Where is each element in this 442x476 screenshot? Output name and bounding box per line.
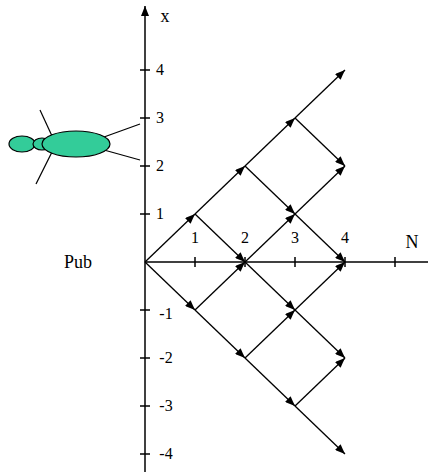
drunk-bug <box>9 110 140 184</box>
tick-label: -2 <box>158 350 173 366</box>
place-label: Pub <box>63 253 93 271</box>
tick-label: 4 <box>340 230 350 246</box>
tick-label: -4 <box>158 446 173 462</box>
tick-label: -3 <box>158 398 173 414</box>
tick-label: 2 <box>240 230 250 246</box>
tick-label: 3 <box>290 230 300 246</box>
tick-label: 2 <box>155 158 165 174</box>
tick-label: 4 <box>155 62 165 78</box>
tick-label: -1 <box>158 306 173 322</box>
axis-name: x <box>160 7 171 25</box>
axis-name: N <box>405 233 420 251</box>
tick-label: 3 <box>155 110 165 126</box>
tick-label: 1 <box>190 230 200 246</box>
tick-label: 1 <box>155 206 165 222</box>
